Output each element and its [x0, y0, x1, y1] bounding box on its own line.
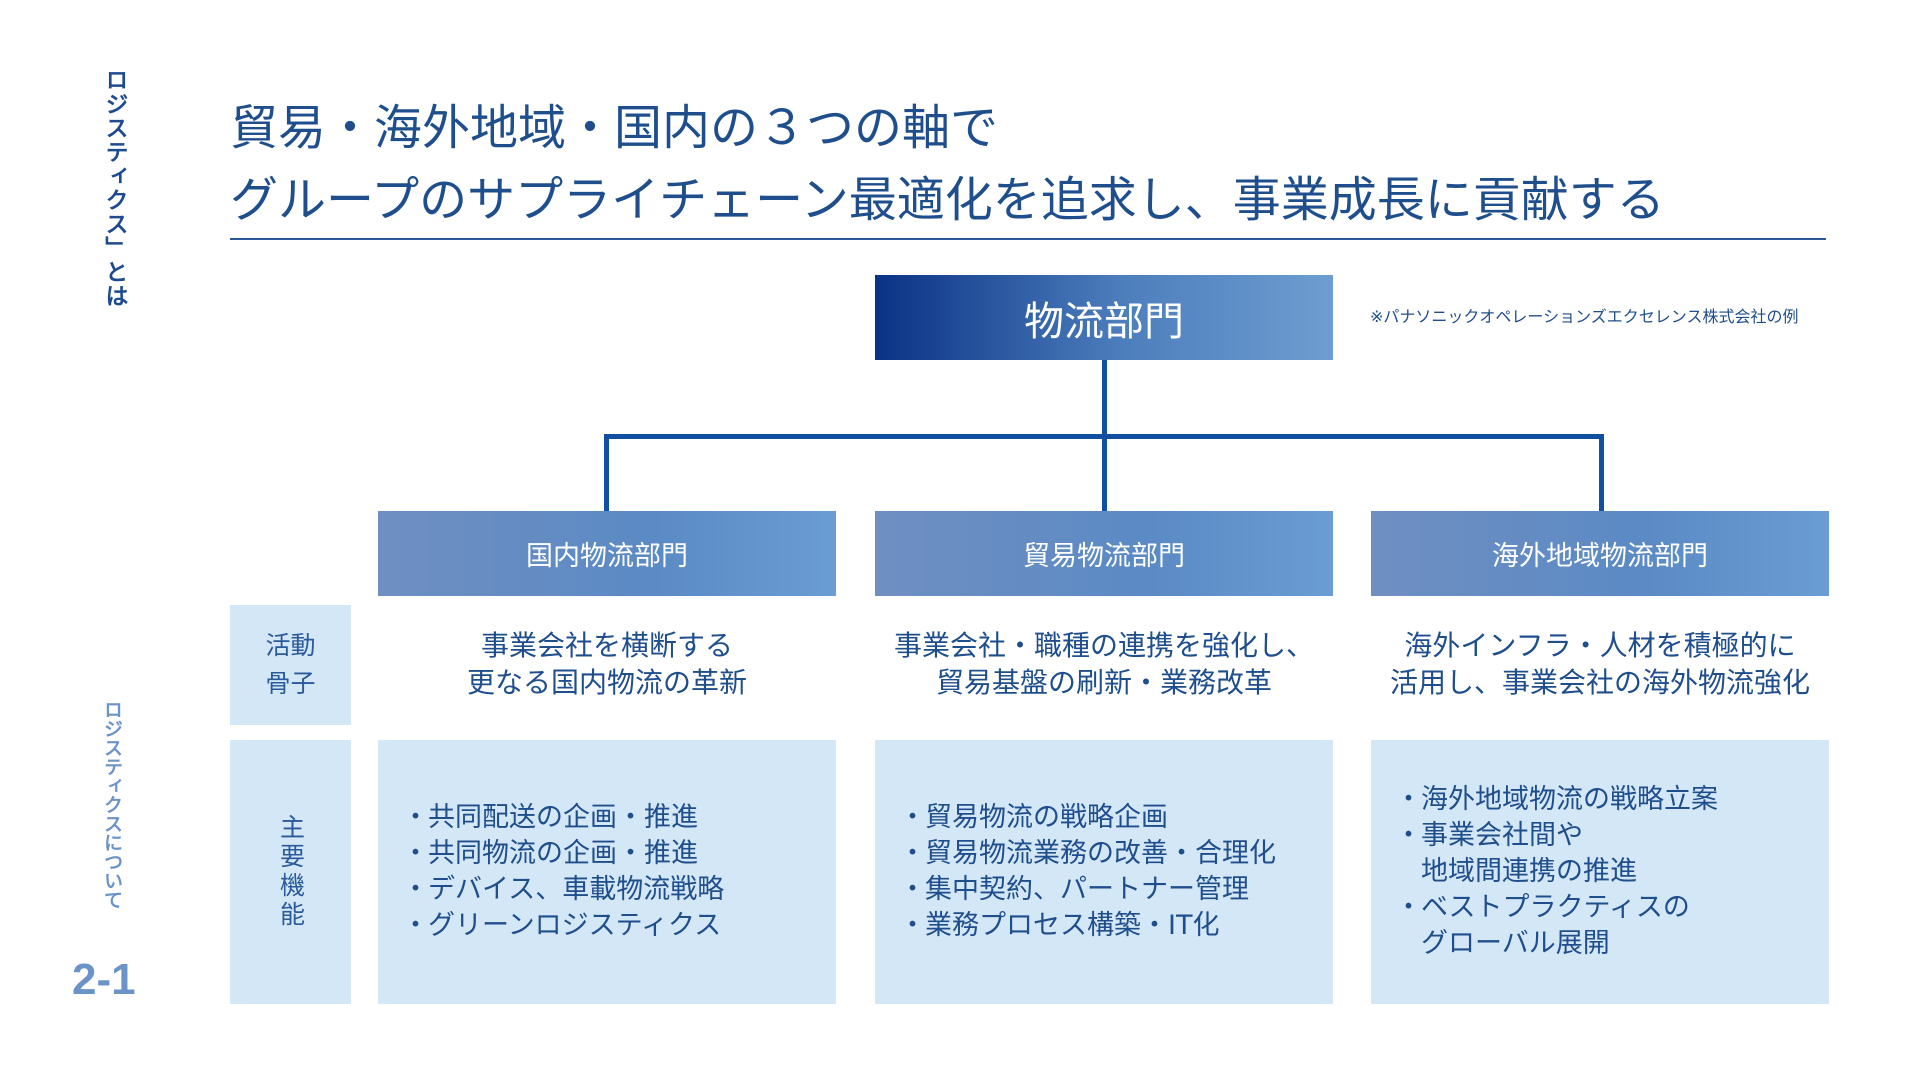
activity-line: 貿易基盤の刷新・業務改革 — [935, 666, 1272, 699]
activity-line: 海外インフラ・人材を積極的に — [1404, 629, 1796, 662]
example-note: ※パナソニックオペレーションズエクセレンス株式会社の例 — [1370, 307, 1799, 326]
function-item-continued: 地域間連携の推進 — [1421, 856, 1637, 887]
page-number: 2-1 — [72, 955, 136, 1004]
function-item: ・共同物流の企画・推進 — [402, 838, 698, 869]
functions-overseas: ・海外地域物流の戦略立案 ・事業会社間や 地域間連携の推進 ・ベストプラクティス… — [1371, 740, 1829, 1004]
activity-line: 活用し、事業会社の海外物流強化 — [1389, 666, 1810, 699]
activity-line: 事業会社を横断する — [480, 629, 733, 662]
connector-left — [604, 434, 609, 511]
top-department-box: 物流部門 — [875, 275, 1333, 360]
row-label-activity: 活動 骨子 — [230, 605, 351, 725]
headline-line-1: 貿易・海外地域・国内の３つの軸で — [230, 100, 999, 156]
function-item: ・ベストプラクティスの — [1395, 892, 1690, 923]
dept-header-domestic: 国内物流部門 — [378, 511, 836, 596]
dept-header-trade: 貿易物流部門 — [875, 511, 1333, 596]
connector-right — [1599, 434, 1604, 511]
function-item-continued: グローバル展開 — [1421, 928, 1610, 959]
function-item: ・グリーンロジスティクス — [402, 910, 722, 941]
function-item: ・集中契約、パートナー管理 — [899, 874, 1249, 905]
function-item: ・貿易物流の戦略企画 — [899, 802, 1168, 833]
side-section-label: ロジスティクス」とは — [101, 68, 127, 308]
functions-domestic: ・共同配送の企画・推進 ・共同物流の企画・推進 ・デバイス、車載物流戦略 ・グリ… — [378, 740, 836, 1004]
function-item: ・デバイス、車載物流戦略 — [402, 874, 725, 905]
function-item: ・海外地域物流の戦略立案 — [1395, 784, 1718, 815]
headline-line-2: グループのサプライチェーン最適化を追求し、事業成長に貢献する — [230, 172, 1665, 228]
activity-trade: 事業会社・職種の連携を強化し、 貿易基盤の刷新・業務改革 — [875, 627, 1333, 701]
function-item: ・事業会社間や — [1395, 820, 1583, 851]
row-label-functions: 主要機能 — [230, 740, 351, 1004]
headline: 貿易・海外地域・国内の３つの軸で グループのサプライチェーン最適化を追求し、事業… — [230, 92, 1665, 236]
connector-trunk — [1102, 360, 1107, 438]
functions-list: ・海外地域物流の戦略立案 ・事業会社間や 地域間連携の推進 ・ベストプラクティス… — [1371, 782, 1718, 962]
functions-trade: ・貿易物流の戦略企画 ・貿易物流業務の改善・合理化 ・集中契約、パートナー管理 … — [875, 740, 1333, 1004]
function-item: ・貿易物流業務の改善・合理化 — [899, 838, 1276, 869]
dept-header-overseas: 海外地域物流部門 — [1371, 511, 1829, 596]
activity-line: 事業会社・職種の連携を強化し、 — [893, 629, 1314, 662]
function-item: ・業務プロセス構築・IT化 — [899, 910, 1220, 941]
row-label-activity-line-1: 活動 — [265, 631, 316, 660]
activity-line: 更なる国内物流の革新 — [466, 666, 747, 699]
activity-overseas: 海外インフラ・人材を積極的に 活用し、事業会社の海外物流強化 — [1371, 627, 1829, 701]
activity-domestic: 事業会社を横断する 更なる国内物流の革新 — [378, 627, 836, 701]
headline-divider — [230, 238, 1826, 240]
side-chapter-label: ロジスティクスについて — [101, 700, 123, 909]
function-item: ・共同配送の企画・推進 — [402, 802, 698, 833]
row-label-activity-line-2: 骨子 — [265, 669, 316, 698]
functions-list: ・共同配送の企画・推進 ・共同物流の企画・推進 ・デバイス、車載物流戦略 ・グリ… — [378, 800, 724, 944]
functions-list: ・貿易物流の戦略企画 ・貿易物流業務の改善・合理化 ・集中契約、パートナー管理 … — [875, 800, 1276, 944]
connector-center — [1102, 434, 1107, 511]
